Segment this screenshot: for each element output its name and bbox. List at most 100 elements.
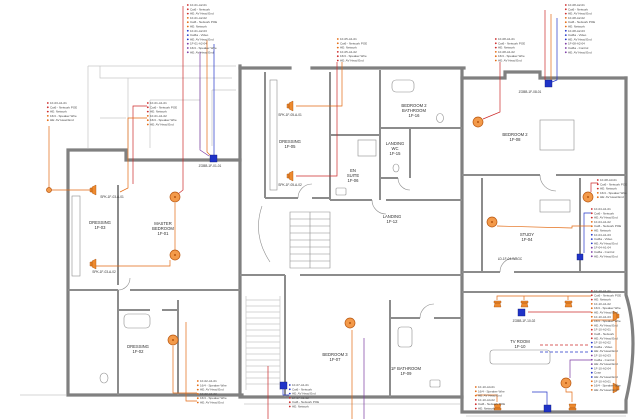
annotation-line: 16/4 - Speaker Wire	[478, 389, 505, 393]
basin-en-suite	[335, 187, 347, 196]
ceiling-device-icon	[582, 191, 594, 203]
cable-bullet-icon	[590, 242, 593, 245]
door-swing-bathroom	[419, 303, 435, 319]
cable-bullet-icon	[590, 367, 593, 370]
cable-bullet-icon	[494, 59, 497, 62]
ceiling-device-icon	[46, 187, 52, 193]
cable-route-line	[132, 105, 147, 184]
room-id: 1F-09	[401, 371, 413, 376]
speaker-icon	[564, 300, 573, 308]
annotation-line: HE: Network	[340, 46, 357, 50]
data-point-tag: LD-1F-04-WBGC	[498, 257, 523, 261]
room-name: DRESSING	[279, 139, 301, 144]
annotation-line: Cat6 - Network POE	[190, 20, 217, 24]
speaker-tag: SPK-1F-05-A-02	[278, 183, 302, 187]
room-id: 1F-08	[510, 137, 522, 142]
cable-bullet-icon	[288, 401, 291, 404]
cable-bullet-icon	[288, 388, 291, 391]
speaker-icon	[612, 382, 620, 394]
cable-bullet-icon	[186, 25, 189, 28]
cable-bullet-icon	[474, 403, 477, 406]
cable-bullet-icon	[336, 59, 339, 62]
cable-bullet-icon	[186, 4, 189, 6]
cable-bullet-icon	[196, 380, 199, 382]
cable-bullet-icon	[46, 106, 49, 109]
annotation-line: Coax	[594, 371, 602, 375]
cable-bullet-icon	[564, 25, 567, 28]
door-swing-master	[117, 277, 131, 291]
room-name: TV ROOM	[510, 339, 530, 344]
annotation-line: Cat6 - Network	[292, 387, 313, 391]
annotation-line: HE: AV Head End	[568, 37, 592, 41]
cable-bullet-icon	[590, 294, 593, 297]
cable-route-line	[476, 394, 498, 402]
annotation-line: 16/4 - Speaker Wire	[594, 306, 621, 310]
speaker-icon	[612, 310, 620, 322]
wall-lower-left	[117, 290, 179, 395]
cable-route-line	[569, 359, 591, 378]
annotation-line: HE: AV Head End	[50, 118, 74, 122]
toilet-landing-wc	[392, 163, 400, 173]
wardrobe-dressing-05	[269, 79, 278, 191]
cable-bullet-icon	[590, 208, 593, 210]
annotation-line: 1F-10-A4-02	[478, 398, 495, 402]
cable-route-line	[282, 389, 289, 396]
annotation-line: HE: Network	[594, 298, 611, 302]
cable-bullet-icon	[590, 324, 593, 327]
speaker-tag: SPK-1F-03-A-01	[100, 195, 124, 199]
annotation-line: 1F-07-A1-01	[292, 383, 309, 387]
annotation-line: Cat6 - Network POE	[340, 41, 367, 45]
annotation-line: Cat6 - Network POE	[150, 105, 177, 109]
cable-route-line	[496, 225, 592, 229]
cable-bullet-icon	[186, 29, 189, 32]
bath-bedroom-2-bathroom	[391, 79, 415, 93]
fixtures	[71, 79, 575, 388]
annotation-line: 16/4 - Speaker Wire	[600, 191, 627, 195]
room-id: 1F-07	[330, 357, 342, 362]
back-box-icon	[576, 253, 584, 261]
back-box-tag: ZGBB-1F-08-01	[519, 90, 542, 94]
cable-bullet-icon	[564, 29, 567, 32]
annotation-line: 1F-10-A2-01	[594, 328, 611, 332]
annotation-line: Cat6a - Control	[594, 358, 615, 362]
ceiling-devices	[46, 116, 594, 389]
bath-bathroom-1f-09	[397, 326, 413, 348]
annotation-line: 1F-04-A1-04	[594, 246, 611, 250]
annotation-line: Cat6 - Network	[190, 7, 211, 11]
cable-route-line	[206, 40, 212, 157]
cable-route-line	[551, 18, 558, 83]
annotation-line: 1F-10-A1-03	[594, 315, 611, 319]
cable-bullet-icon	[186, 51, 189, 54]
room-id: 1F-01	[158, 231, 170, 236]
cable-bullet-icon	[288, 405, 291, 408]
cable-bullet-icon	[596, 196, 599, 199]
annotation-line: Cat6 - Network POE	[568, 20, 595, 24]
room-name: BEDROOM	[152, 226, 174, 231]
annotation-line: HE: AV Head End	[292, 392, 316, 396]
room-name: LANDING	[383, 214, 402, 219]
annotation-line: HE: AV Head End	[190, 50, 214, 54]
cable-bullet-icon	[494, 38, 497, 40]
annotation-line: HE: Network	[498, 46, 515, 50]
cable-bullet-icon	[336, 51, 339, 53]
speaker-icon	[568, 403, 577, 411]
shower-en-suite	[357, 139, 377, 157]
cable-route-line	[591, 319, 617, 385]
cable-route-line	[296, 62, 338, 177]
annotation-line: 16/4 - Speaker Wire	[200, 383, 227, 387]
annotation-line: Cat6 - Network	[568, 7, 589, 11]
background-linework	[20, 65, 626, 417]
annotation-line: 16/4 - Speaker Wire	[340, 54, 367, 58]
annotation-line: 1F-02-A1-02	[200, 392, 217, 396]
annotation-line: 1F-10-A2-02	[594, 341, 611, 345]
annotation-line: Cat6 - Network POE	[50, 105, 77, 109]
room-name: BEDROOM 3	[322, 352, 348, 357]
annotation-line: 1F-01-A2-02	[190, 16, 207, 20]
speaker-icon	[493, 403, 502, 411]
annotation-line: 16/4 - Speaker Wire	[50, 114, 77, 118]
cable-bullet-icon	[336, 55, 339, 58]
